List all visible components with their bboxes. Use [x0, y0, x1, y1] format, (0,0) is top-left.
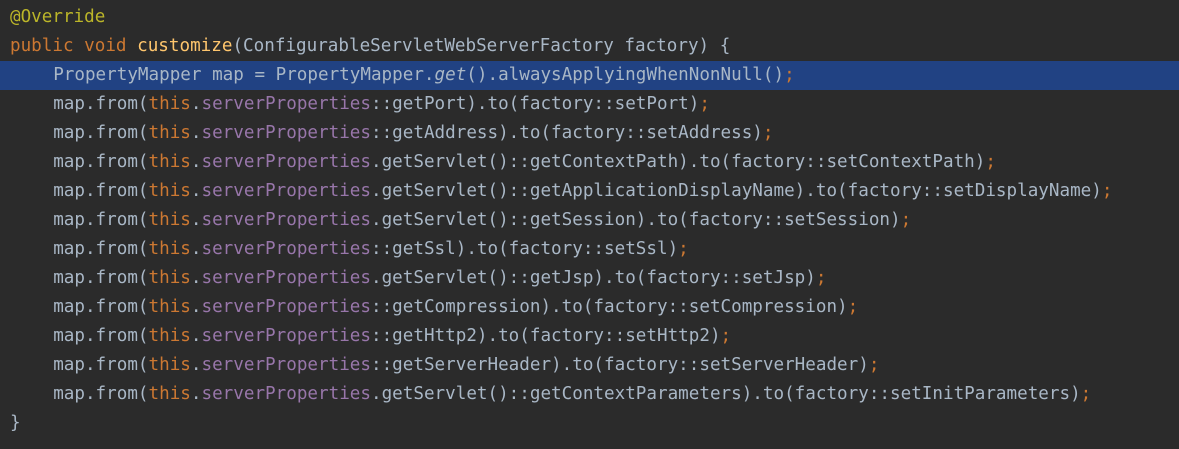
- code-line[interactable]: @Override: [0, 3, 1179, 32]
- code-line[interactable]: map.from(this.serverProperties.getServle…: [0, 264, 1179, 293]
- code-token: map.from(: [53, 268, 149, 288]
- code-token: map.from(: [53, 152, 149, 172]
- code-token: map.from(: [53, 326, 149, 346]
- code-token: serverProperties: [201, 268, 371, 288]
- code-token: ;: [762, 123, 774, 143]
- code-token: serverProperties: [201, 181, 371, 201]
- code-token: this: [148, 326, 191, 346]
- code-token: serverProperties: [201, 123, 371, 143]
- code-token: ::getPort).to(factory::setPort): [370, 94, 700, 114]
- code-token: public: [10, 36, 74, 56]
- code-line[interactable]: map.from(this.serverProperties::getCompr…: [0, 293, 1179, 322]
- code-token: ::getHttp2).to(factory::setHttp2): [370, 326, 721, 346]
- code-token: serverProperties: [201, 384, 371, 404]
- code-token: ;: [900, 210, 912, 230]
- code-token: .: [190, 326, 202, 346]
- code-token: serverProperties: [201, 152, 371, 172]
- code-token: ;: [985, 152, 996, 172]
- code-token: map.from(: [53, 355, 149, 375]
- code-token: .: [190, 355, 202, 375]
- code-token: .: [190, 181, 202, 201]
- code-token: (ConfigurableServletWebServerFactory fac…: [232, 36, 731, 56]
- code-token: map.from(: [53, 123, 149, 143]
- code-token: this: [148, 297, 191, 317]
- code-token: ().alwaysApplyingWhenNonNull(): [466, 65, 785, 85]
- code-token: serverProperties: [201, 326, 371, 346]
- code-line[interactable]: }: [0, 409, 1179, 438]
- code-token: this: [148, 94, 191, 114]
- code-line[interactable]: map.from(this.serverProperties.getServle…: [0, 206, 1179, 235]
- code-line-current[interactable]: PropertyMapper map = PropertyMapper.get(…: [0, 61, 1179, 90]
- code-token: serverProperties: [201, 355, 371, 375]
- code-token: ;: [1101, 181, 1113, 201]
- code-line[interactable]: map.from(this.serverProperties.getServle…: [0, 380, 1179, 409]
- code-token: .getServlet()::getApplicationDisplayName…: [370, 181, 1102, 201]
- code-token: serverProperties: [201, 239, 371, 259]
- code-token: map.from(: [53, 239, 149, 259]
- code-line[interactable]: map.from(this.serverProperties.getServle…: [0, 177, 1179, 206]
- code-token: PropertyMapper map = PropertyMapper.: [53, 65, 435, 85]
- code-token: map.from(: [53, 297, 149, 317]
- code-token: ;: [868, 355, 880, 375]
- code-token: this: [148, 152, 191, 172]
- code-token: serverProperties: [201, 94, 371, 114]
- code-token: map.from(: [53, 94, 149, 114]
- code-line[interactable]: map.from(this.serverProperties.getServle…: [0, 148, 1179, 177]
- code-line[interactable]: map.from(this.serverProperties::getHttp2…: [0, 322, 1179, 351]
- code-token: .getServlet()::getContextParameters).to(…: [370, 384, 1081, 404]
- code-token: .getServlet()::getContextPath).to(factor…: [370, 152, 986, 172]
- code-token: ;: [784, 65, 795, 85]
- watermark-bottom: [703, 421, 1173, 447]
- code-token: this: [148, 239, 191, 259]
- code-token: this: [148, 384, 191, 404]
- code-token: }: [10, 413, 21, 433]
- code-token: ::getSsl).to(factory::setSsl): [370, 239, 679, 259]
- code-token: .: [190, 268, 202, 288]
- code-token: void: [84, 36, 127, 56]
- code-token: map.from(: [53, 181, 149, 201]
- code-line[interactable]: map.from(this.serverProperties::getServe…: [0, 351, 1179, 380]
- code-token: .: [190, 152, 202, 172]
- code-token: .getServlet()::getSession).to(factory::s…: [370, 210, 901, 230]
- code-token: .getServlet()::getJsp).to(factory::setJs…: [370, 268, 816, 288]
- code-line[interactable]: map.from(this.serverProperties::getSsl).…: [0, 235, 1179, 264]
- code-token: @Override: [10, 7, 106, 27]
- code-token: map.from(: [53, 210, 149, 230]
- code-token: this: [148, 181, 191, 201]
- code-token: [127, 36, 138, 56]
- code-line[interactable]: map.from(this.serverProperties::getPort)…: [0, 90, 1179, 119]
- code-token: [74, 36, 85, 56]
- code-token: ;: [699, 94, 710, 114]
- code-token: .: [190, 297, 202, 317]
- code-token: customize: [137, 36, 233, 56]
- code-token: ;: [678, 239, 689, 259]
- code-token: map.from(: [53, 384, 149, 404]
- code-token: .: [190, 123, 202, 143]
- code-token: ;: [720, 326, 732, 346]
- code-token: ::getCompression).to(factory::setCompres…: [370, 297, 848, 317]
- code-token: serverProperties: [201, 210, 371, 230]
- code-token: this: [148, 123, 191, 143]
- watermark-top: [1007, 6, 1147, 28]
- code-token: .: [190, 210, 202, 230]
- code-token: ;: [815, 268, 827, 288]
- code-token: this: [148, 268, 191, 288]
- code-token: .: [190, 384, 202, 404]
- code-token: ::getAddress).to(factory::setAddress): [370, 123, 763, 143]
- code-token: this: [148, 355, 191, 375]
- code-token: serverProperties: [201, 297, 371, 317]
- code-token: ::getServerHeader).to(factory::setServer…: [370, 355, 869, 375]
- code-token: get: [434, 65, 467, 85]
- code-token: ;: [1080, 384, 1092, 404]
- code-token: ;: [847, 297, 859, 317]
- code-token: this: [148, 210, 191, 230]
- code-line[interactable]: map.from(this.serverProperties::getAddre…: [0, 119, 1179, 148]
- code-line[interactable]: public void customize(ConfigurableServle…: [0, 32, 1179, 61]
- code-token: .: [190, 94, 202, 114]
- code-token: .: [190, 239, 202, 259]
